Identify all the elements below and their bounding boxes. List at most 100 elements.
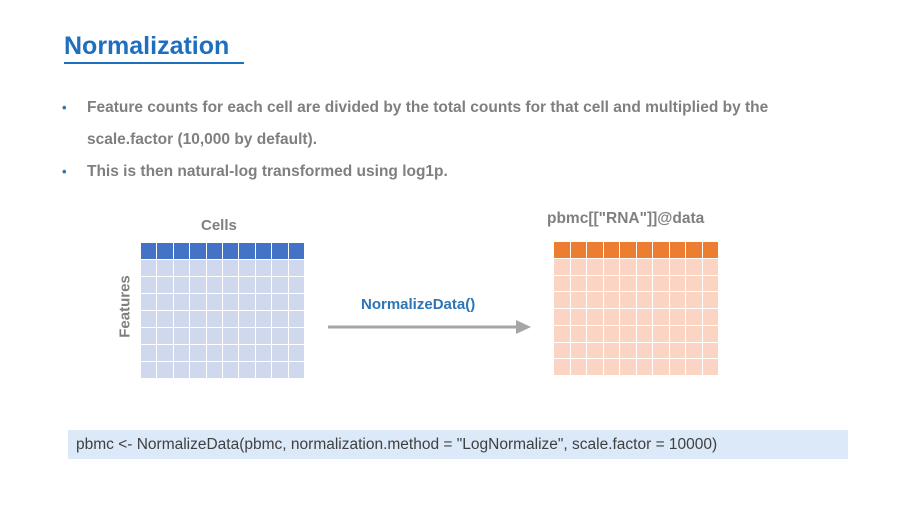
matrix-cell — [239, 362, 255, 378]
matrix-cell — [620, 325, 636, 342]
matrix-cell — [587, 309, 603, 325]
matrix-header-cell — [603, 242, 619, 258]
matrix-cell — [206, 260, 222, 276]
matrix-cell — [669, 275, 685, 292]
matrix-header-cell — [239, 243, 255, 259]
matrix-cell — [222, 328, 239, 344]
matrix-cell — [272, 277, 288, 293]
matrix-cell — [157, 345, 173, 361]
matrix-cell — [702, 342, 718, 359]
matrix-cell — [702, 292, 718, 308]
matrix-header-cell — [173, 243, 190, 259]
bullet-item-2: • This is then natural-log transformed u… — [60, 156, 840, 188]
matrix-cell — [686, 275, 702, 292]
matrix-cell — [288, 294, 304, 310]
matrix-cell — [686, 292, 702, 308]
matrix-cell — [141, 294, 157, 310]
matrix-cell — [686, 325, 702, 342]
matrix-cell — [570, 325, 586, 342]
matrix-cell — [255, 277, 272, 293]
matrix-cell — [570, 292, 586, 308]
arrow-right-icon — [328, 320, 531, 334]
matrix-cell — [669, 325, 685, 342]
matrix-cell — [636, 309, 652, 325]
matrix-cell — [206, 311, 222, 327]
matrix-cell — [239, 311, 255, 327]
matrix-cell — [587, 342, 603, 359]
matrix-cell — [669, 292, 685, 308]
matrix-cell — [636, 275, 652, 292]
matrix-cell — [620, 258, 636, 275]
matrix-cell — [570, 275, 586, 292]
matrix-cell — [570, 359, 586, 375]
matrix-cell — [157, 362, 173, 378]
matrix-cell — [653, 275, 669, 292]
matrix-cell — [255, 328, 272, 344]
matrix-header-cell — [206, 243, 222, 259]
matrix-cell — [702, 325, 718, 342]
bullet-dot-icon: • — [62, 164, 67, 179]
matrix-cell — [255, 260, 272, 276]
matrix-cell — [669, 342, 685, 359]
matrix-cell — [206, 294, 222, 310]
matrix-cell — [272, 294, 288, 310]
matrix-cell — [173, 294, 190, 310]
matrix-cell — [636, 325, 652, 342]
matrix-cell — [653, 309, 669, 325]
matrix-cell — [157, 311, 173, 327]
matrix-cell — [702, 275, 718, 292]
matrix-cell — [288, 345, 304, 361]
matrix-cell — [636, 292, 652, 308]
matrix-cell — [603, 359, 619, 375]
matrix-cell — [157, 328, 173, 344]
matrix-cell — [686, 258, 702, 275]
matrix-header-cell — [702, 242, 718, 258]
matrix-header-cell — [587, 242, 603, 258]
matrix-header-cell — [570, 242, 586, 258]
matrix-header-cell — [686, 242, 702, 258]
matrix-cell — [669, 258, 685, 275]
matrix-cell — [554, 258, 570, 275]
matrix-cell — [620, 275, 636, 292]
matrix-cell — [141, 345, 157, 361]
normalized-data-label: pbmc[["RNA"]]@data — [547, 210, 705, 227]
matrix-cell — [157, 277, 173, 293]
matrix-cell — [653, 325, 669, 342]
matrix-cell — [587, 292, 603, 308]
matrix-cell — [603, 275, 619, 292]
matrix-cell — [554, 292, 570, 308]
matrix-cell — [554, 359, 570, 375]
matrix-header-cell — [620, 242, 636, 258]
matrix-cell — [239, 345, 255, 361]
matrix-cell — [173, 311, 190, 327]
matrix-cell — [636, 258, 652, 275]
matrix-cell — [570, 258, 586, 275]
matrix-cell — [206, 345, 222, 361]
matrix-cell — [702, 258, 718, 275]
matrix-cell — [653, 342, 669, 359]
matrix-cell — [173, 328, 190, 344]
matrix-cell — [554, 325, 570, 342]
matrix-cell — [190, 294, 206, 310]
matrix-header-cell — [190, 243, 206, 259]
matrix-cell — [653, 292, 669, 308]
matrix-cell — [653, 258, 669, 275]
matrix-cell — [288, 277, 304, 293]
matrix-cell — [206, 277, 222, 293]
matrix-cell — [239, 260, 255, 276]
matrix-cell — [190, 345, 206, 361]
bullet-dot-icon: • — [62, 100, 67, 115]
matrix-cell — [255, 362, 272, 378]
matrix-cell — [570, 309, 586, 325]
matrix-cell — [272, 345, 288, 361]
matrix-header-cell — [669, 242, 685, 258]
bullet-item-1: • Feature counts for each cell are divid… — [60, 92, 840, 156]
matrix-cell — [603, 258, 619, 275]
matrix-cell — [603, 309, 619, 325]
matrix-cell — [222, 277, 239, 293]
matrix-cell — [554, 342, 570, 359]
code-snippet: pbmc <- NormalizeData(pbmc, normalizatio… — [68, 430, 848, 459]
matrix-cell — [288, 328, 304, 344]
matrix-header-cell — [554, 242, 570, 258]
matrix-cell — [141, 362, 157, 378]
